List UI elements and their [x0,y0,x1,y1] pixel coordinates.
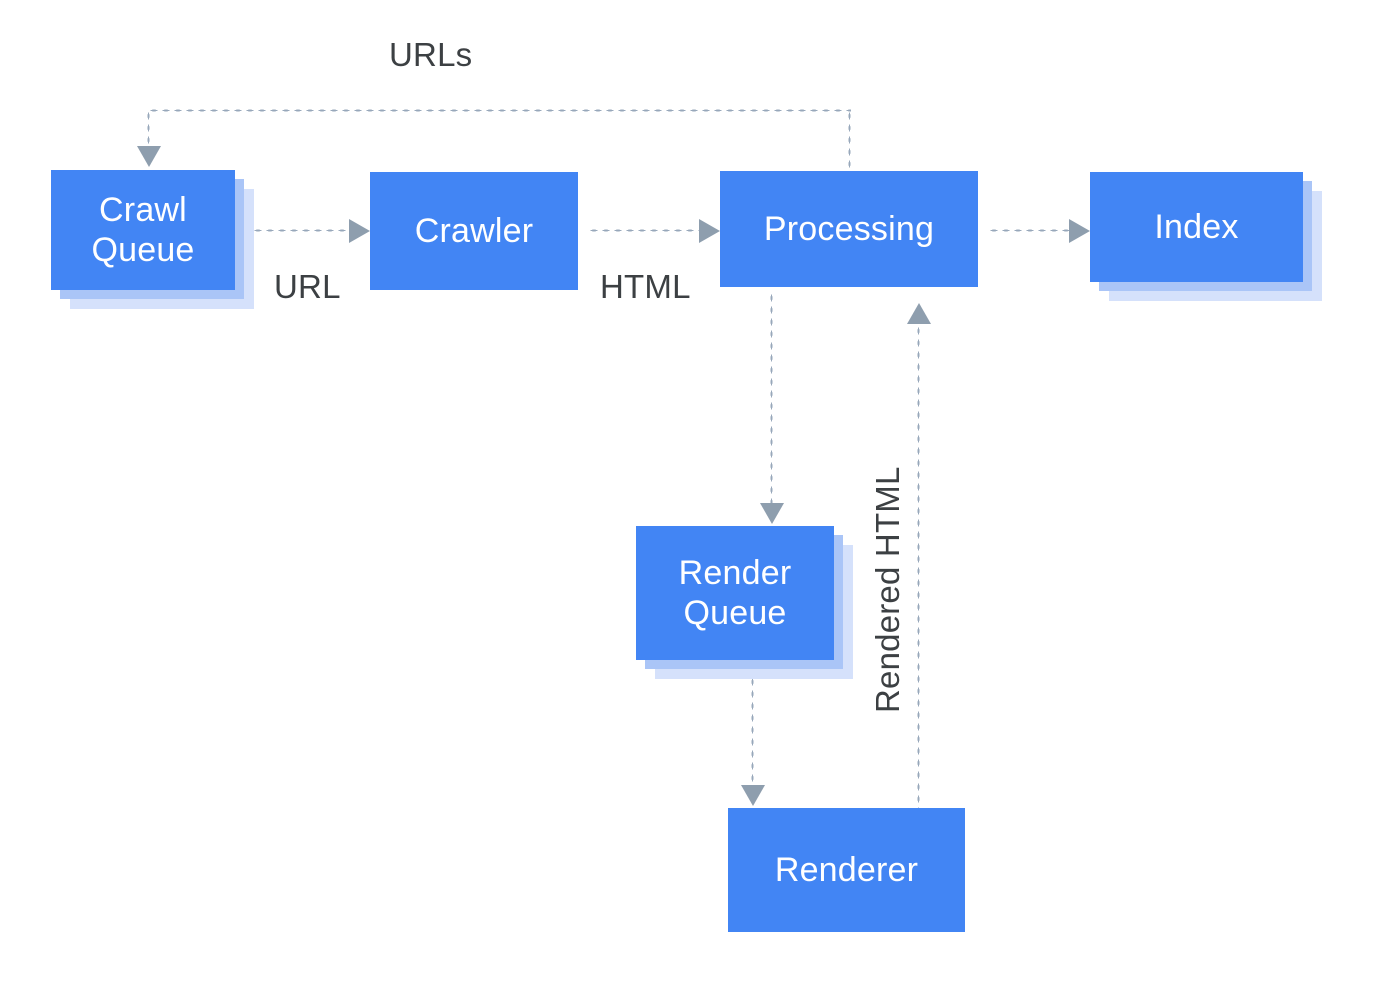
edge-crawl-queue-to-crawler [252,229,350,232]
node-label-render-queue: Render Queue [678,553,792,632]
node-label-crawl-queue: Crawl Queue [91,190,195,269]
crawl-queue-face [51,170,235,290]
edge-label-url: URL [274,268,341,305]
node-index[interactable]: Index [1090,172,1322,301]
node-render-queue[interactable]: Render Queue [636,526,853,679]
edge-processing-to-crawl-queue-span [148,109,851,112]
node-label-crawler: Crawler [414,211,534,250]
crawler-face [370,172,578,290]
node-label-processing: Processing [763,209,935,248]
edge-processing-to-index [988,229,1070,232]
arrowhead-into-crawl-queue [137,146,161,167]
arrowhead-into-processing-bottom [907,303,931,324]
node-processing[interactable]: Processing [720,171,978,287]
edge-processing-to-render-queue [770,292,773,504]
node-label-renderer: Renderer [774,850,919,889]
index-face [1090,172,1303,282]
edge-renderer-to-processing [917,325,920,812]
renderer-face [728,808,965,932]
edge-label-urls: URLs [389,36,473,73]
render-queue-face [636,526,834,660]
edge-render-queue-to-renderer [751,676,754,786]
edge-crawler-to-processing [588,229,700,232]
processing-face [720,171,978,287]
arrowhead-into-renderer [741,785,765,806]
arrowhead-into-crawler [349,219,370,243]
edge-label-html: HTML [600,268,691,305]
edge-processing-to-crawl-queue-drop [147,110,150,148]
edge-processing-to-crawl-queue-riser [848,110,851,172]
node-renderer[interactable]: Renderer [728,808,965,932]
arrowhead-into-render-queue [760,503,784,524]
edge-label-rendered-html: Rendered HTML [869,466,906,713]
arrowhead-into-processing [699,219,720,243]
node-label-index: Index [1154,207,1239,246]
node-crawl-queue[interactable]: Crawl Queue [51,170,254,309]
arrowhead-into-index [1069,219,1090,243]
node-crawler[interactable]: Crawler [370,172,578,290]
